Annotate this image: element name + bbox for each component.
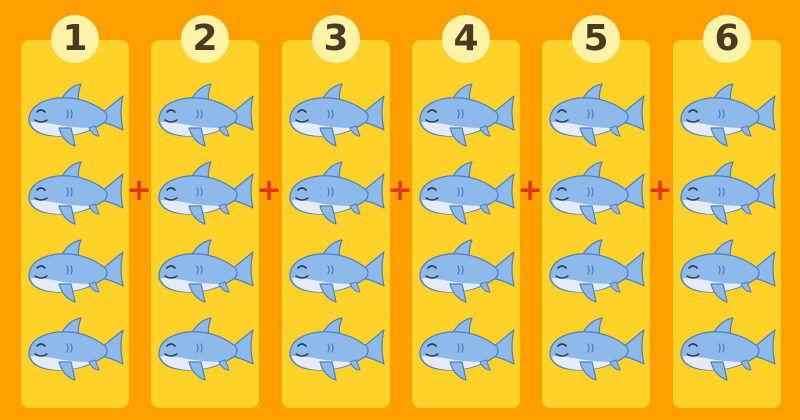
plus-sign: + bbox=[387, 173, 413, 208]
column-5 bbox=[542, 40, 650, 408]
column-number: 2 bbox=[192, 18, 218, 59]
shark-icon bbox=[675, 238, 779, 306]
shark-icon bbox=[675, 160, 779, 228]
shark-icon bbox=[153, 238, 257, 306]
shark-icon bbox=[284, 316, 388, 384]
shark-icon bbox=[153, 82, 257, 150]
shark-icon bbox=[284, 238, 388, 306]
shark-icon bbox=[23, 160, 127, 228]
shark-icon bbox=[23, 316, 127, 384]
shark-icon bbox=[284, 160, 388, 228]
column-number-badge: 2 bbox=[181, 15, 229, 63]
shark-icon bbox=[544, 238, 648, 306]
column-6 bbox=[673, 40, 781, 408]
shark-icon bbox=[414, 82, 518, 150]
column-3 bbox=[282, 40, 390, 408]
column-1 bbox=[21, 40, 129, 408]
shark-icon bbox=[675, 82, 779, 150]
column-number: 3 bbox=[323, 18, 349, 59]
shark-icon bbox=[284, 82, 388, 150]
column-number: 4 bbox=[453, 18, 479, 59]
shark-icon bbox=[23, 82, 127, 150]
column-number-badge: 6 bbox=[703, 15, 751, 63]
shark-icon bbox=[23, 238, 127, 306]
shark-icon bbox=[153, 316, 257, 384]
shark-icon bbox=[544, 316, 648, 384]
shark-icon bbox=[414, 238, 518, 306]
plus-sign: + bbox=[647, 173, 673, 208]
column-number-badge: 5 bbox=[572, 15, 620, 63]
shark-icon bbox=[153, 160, 257, 228]
column-number-badge: 4 bbox=[442, 15, 490, 63]
shark-icon bbox=[414, 160, 518, 228]
column-number-badge: 1 bbox=[51, 15, 99, 63]
column-number-badge: 3 bbox=[312, 15, 360, 63]
shark-icon bbox=[544, 160, 648, 228]
shark-icon bbox=[675, 316, 779, 384]
plus-sign: + bbox=[517, 173, 543, 208]
shark-icon bbox=[544, 82, 648, 150]
plus-sign: + bbox=[126, 173, 152, 208]
plus-sign: + bbox=[256, 173, 282, 208]
shark-icon bbox=[414, 316, 518, 384]
column-4 bbox=[412, 40, 520, 408]
column-2 bbox=[151, 40, 259, 408]
column-number: 5 bbox=[583, 18, 609, 59]
column-number: 1 bbox=[62, 18, 88, 59]
column-number: 6 bbox=[714, 18, 740, 59]
